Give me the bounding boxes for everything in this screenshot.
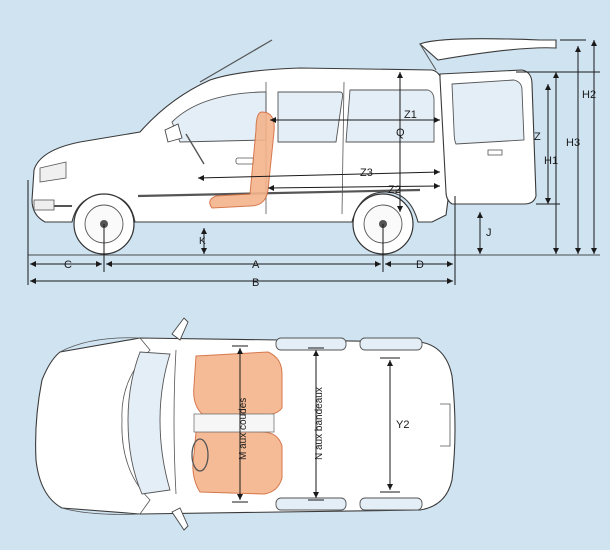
rear-door-handle xyxy=(487,149,503,156)
antenna xyxy=(199,39,273,83)
steering-column xyxy=(185,133,205,165)
dim-k-label: K xyxy=(199,236,206,247)
driver-seat-side xyxy=(209,111,275,209)
front-seat-right xyxy=(192,431,283,495)
mirror-top-left xyxy=(171,317,189,341)
dim-z1-label: Z1 xyxy=(404,109,417,121)
rear-door-glass xyxy=(451,79,525,145)
dim-n-label: N aux bandeaux xyxy=(314,387,325,460)
dim-h1-label: H1 xyxy=(544,155,558,167)
dim-b-label: B xyxy=(252,277,259,289)
dim-z3-line xyxy=(197,171,441,179)
dim-z2-line xyxy=(267,185,441,189)
dim-c-label: C xyxy=(64,259,72,271)
top-view: M aux coudes N aux bandeaux Y2 xyxy=(35,317,456,531)
windshield-top xyxy=(127,351,171,495)
mirror-top-right xyxy=(171,507,189,531)
roof-window-2 xyxy=(359,337,423,351)
dim-h2-label: H2 xyxy=(582,89,596,101)
front-seat-left xyxy=(193,351,283,415)
roof-window-4 xyxy=(359,497,423,511)
dim-q-label: Q xyxy=(396,127,405,139)
side-view: C A D B K J Z1 Q Z3 xyxy=(27,38,600,289)
roof-window-3 xyxy=(275,497,347,511)
dim-z-label: Z xyxy=(534,131,541,143)
dim-a-label: A xyxy=(252,259,260,271)
roof-window-1 xyxy=(275,337,347,351)
rear-spoiler-open xyxy=(418,38,557,61)
steering-wheel-top xyxy=(191,438,209,472)
dim-j-label: J xyxy=(486,227,492,239)
center-console xyxy=(193,413,275,433)
dim-z2-label: Z2 xyxy=(388,184,401,196)
dim-d-label: D xyxy=(416,259,424,271)
dim-m-label: M aux coudes xyxy=(238,398,249,460)
front-bumper-grille xyxy=(33,199,55,211)
rear-side-window xyxy=(345,89,435,143)
dim-z3-label: Z3 xyxy=(360,167,373,179)
middle-window xyxy=(277,91,344,143)
dim-y2-label: Y2 xyxy=(396,419,409,431)
side-mirror xyxy=(164,123,183,143)
dim-h3-label: H3 xyxy=(566,137,580,149)
headlight xyxy=(39,161,67,183)
